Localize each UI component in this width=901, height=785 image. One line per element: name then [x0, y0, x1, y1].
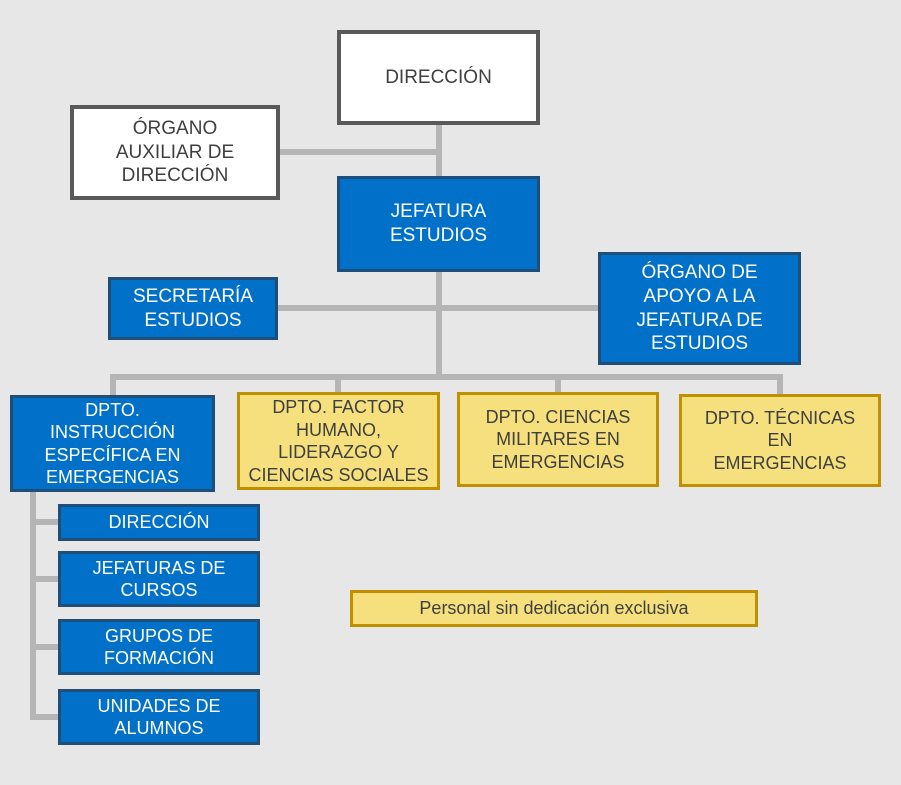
node-grupos-formacion-label: GRUPOS DE FORMACIÓN: [104, 625, 214, 669]
node-direccion: DIRECCIÓN: [337, 30, 540, 125]
connector-stub-direccion: [30, 519, 58, 525]
connector-stub-grupos: [30, 644, 58, 650]
connector-secretaria-apoyo: [278, 305, 598, 311]
node-dpto-ciencias-militares: DPTO. CIENCIAS MILITARES EN EMERGENCIAS: [457, 392, 659, 487]
node-dpto-tecnicas-label: DPTO. TÉCNICAS EN EMERGENCIAS: [704, 407, 856, 473]
node-secretaria-estudios: SECRETARÍA ESTUDIOS: [108, 277, 278, 340]
node-dpto-ciencias-militares-label: DPTO. CIENCIAS MILITARES EN EMERGENCIAS: [485, 406, 631, 472]
node-direccion-label: DIRECCIÓN: [385, 66, 492, 88]
node-jefaturas-cursos: JEFATURAS DE CURSOS: [58, 551, 260, 607]
node-dpto-tecnicas: DPTO. TÉCNICAS EN EMERGENCIAS: [679, 394, 881, 487]
legend-non-exclusive-personnel: Personal sin dedicación exclusiva: [350, 590, 758, 627]
connector-drop-tecnicas: [777, 374, 783, 398]
connector-jefatura-down: [436, 272, 442, 380]
connector-drop-instruccion: [110, 374, 116, 398]
node-sub-direccion: DIRECCIÓN: [58, 504, 260, 541]
node-grupos-formacion: GRUPOS DE FORMACIÓN: [58, 619, 260, 675]
connector-drop-factor-humano: [335, 374, 341, 396]
node-dpto-instruccion-label: DPTO. INSTRUCCIÓN ESPECÍFICA EN EMERGENC…: [44, 399, 181, 488]
node-unidades-alumnos: UNIDADES DE ALUMNOS: [58, 689, 260, 745]
node-jefatura-estudios: JEFATURA ESTUDIOS: [337, 176, 540, 272]
connector-stub-unidades: [30, 714, 58, 720]
node-secretaria-estudios-label: SECRETARÍA ESTUDIOS: [132, 285, 253, 331]
node-organo-auxiliar: ÓRGANO AUXILIAR DE DIRECCIÓN: [70, 105, 280, 200]
node-jefatura-estudios-label: JEFATURA ESTUDIOS: [389, 201, 488, 246]
connector-subtree-vertical: [30, 492, 36, 720]
connector-organo-auxiliar: [280, 149, 438, 155]
node-sub-direccion-label: DIRECCIÓN: [108, 512, 210, 533]
node-dpto-factor-humano-label: DPTO. FACTOR HUMANO, LIDERAZGO Y CIENCIA…: [248, 397, 429, 485]
node-unidades-alumnos-label: UNIDADES DE ALUMNOS: [97, 695, 221, 739]
connector-stub-jefaturas: [30, 576, 58, 582]
node-dpto-factor-humano: DPTO. FACTOR HUMANO, LIDERAZGO Y CIENCIA…: [237, 392, 440, 490]
node-organo-auxiliar-label: ÓRGANO AUXILIAR DE DIRECCIÓN: [115, 117, 235, 187]
connector-direccion-jefatura: [436, 125, 442, 177]
node-organo-apoyo: ÓRGANO DE APOYO A LA JEFATURA DE ESTUDIO…: [598, 252, 801, 365]
connector-departments-bus: [110, 374, 783, 380]
node-dpto-instruccion: DPTO. INSTRUCCIÓN ESPECÍFICA EN EMERGENC…: [10, 395, 215, 492]
connector-drop-ciencias-militares: [555, 374, 561, 396]
legend-label: Personal sin dedicación exclusiva: [419, 598, 689, 618]
node-organo-apoyo-label: ÓRGANO DE APOYO A LA JEFATURA DE ESTUDIO…: [636, 262, 763, 355]
node-jefaturas-cursos-label: JEFATURAS DE CURSOS: [92, 557, 226, 601]
